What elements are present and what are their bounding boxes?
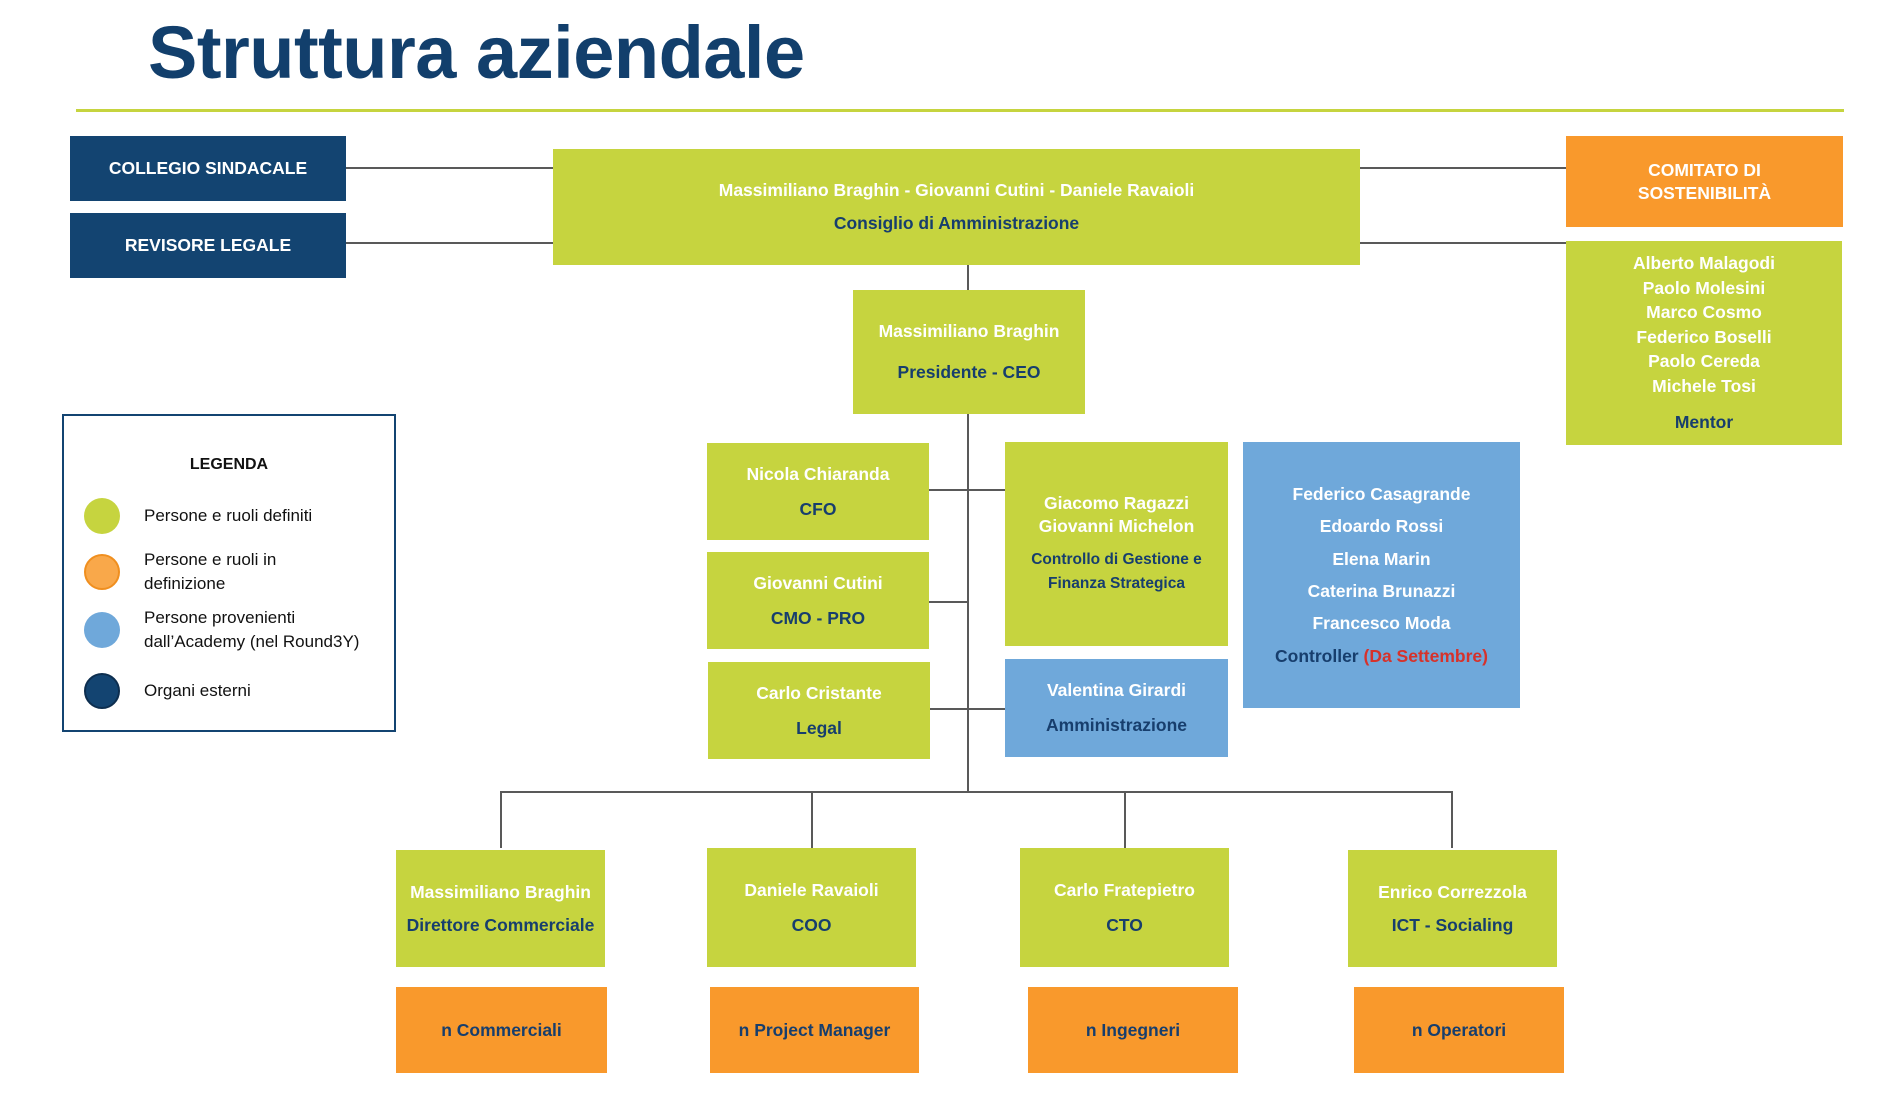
legal-role: Legal [796,717,842,738]
cmo-box: Giovanni Cutini CMO - PRO [707,552,929,649]
director-name: Enrico Correzzola [1378,881,1527,902]
board-members: Massimiliano Braghin - Giovanni Cutini -… [718,180,1195,201]
collegio-sindacale-box: COLLEGIO SINDACALE [70,136,346,201]
academy-name: Elena Marin [1332,548,1431,569]
director-role: COO [791,914,832,935]
legend-label: Persone e ruoli definiti [144,506,313,526]
legend-item: Persone provenienti dall’Academy (nel Ro… [84,606,384,654]
ceo-box: Massimiliano Braghin Presidente - CEO [853,290,1085,414]
board-role: Consiglio di Amministrazione [833,213,1080,233]
mentor-name: Paolo Molesini [1642,277,1766,298]
academy-role-line: Controller (Da Settembre) [1275,640,1488,672]
legal-box: Carlo Cristante Legal [708,662,930,759]
director-name: Daniele Ravaioli [744,879,879,900]
team-box: n Commerciali [396,987,607,1073]
controllo-gestione-box: Giacomo Ragazzi Giovanni Michelon Contro… [1005,442,1228,646]
legend-swatch-green-icon [84,498,120,534]
legend-item: Persone e ruoli definiti [84,498,384,534]
legend-panel: LEGENDA Persone e ruoli definiti Persone… [62,414,396,732]
academy-name: Federico Casagrande [1292,483,1471,504]
mentor-name: Marco Cosmo [1646,302,1762,323]
controllo-role: Finanza Strategica [1048,574,1185,592]
legend-label: Persone e ruoli in definizione [144,550,277,593]
board-box: Massimiliano Braghin - Giovanni Cutini -… [553,149,1360,265]
academy-name: Francesco Moda [1312,613,1451,634]
academy-start-note: (Da Settembre) [1363,645,1488,666]
academy-controller-box: Federico Casagrande Edoardo Rossi Elena … [1243,442,1520,708]
legend-label: Persone provenienti dall’Academy (nel Ro… [144,608,360,651]
mentor-role: Mentor [1674,412,1734,433]
director-role: ICT - Socialing [1391,914,1514,935]
team-label: n Commerciali [441,1019,562,1040]
legend-item: Organi esterni [84,673,384,709]
team-box: n Operatori [1354,987,1564,1073]
mentor-name: Federico Boselli [1636,326,1772,347]
collegio-sindacale-label: COLLEGIO SINDACALE [108,158,308,179]
team-box: n Ingegneri [1028,987,1238,1073]
comitato-label-line1: COMITATO DI [1648,159,1761,180]
director-role: CTO [1106,914,1143,935]
mentor-name: Michele Tosi [1652,375,1756,396]
controllo-role: Controllo di Gestione e [1031,550,1202,568]
amministrazione-box: Valentina Girardi Amministrazione [1005,659,1228,757]
team-label: n Ingegneri [1085,1019,1181,1040]
comitato-sostenibilita-box: COMITATO DI SOSTENIBILITÀ [1566,136,1843,227]
cfo-role: CFO [799,498,837,519]
legend-item: Persone e ruoli in definizione [84,548,384,596]
controllo-name: Giovanni Michelon [1038,515,1195,536]
director-box: Enrico Correzzola ICT - Socialing [1348,850,1557,967]
legend-swatch-navy-icon [84,673,120,709]
director-box: Daniele Ravaioli COO [707,848,916,967]
amministrazione-role: Amministrazione [1046,715,1187,735]
team-label: n Operatori [1411,1019,1507,1040]
team-box: n Project Manager [710,987,919,1073]
legend-swatch-orange-icon [84,553,120,590]
cfo-name: Nicola Chiaranda [746,463,890,484]
page-title: Struttura aziendale [148,11,805,94]
controllo-name: Giacomo Ragazzi [1044,493,1189,514]
amministrazione-name: Valentina Girardi [1046,680,1187,701]
cmo-name: Giovanni Cutini [753,572,883,593]
academy-name: Caterina Brunazzi [1307,581,1456,601]
cmo-role: CMO - PRO [770,607,866,628]
legal-name: Carlo Cristante [756,682,882,703]
team-label: n Project Manager [738,1019,891,1040]
mentor-box: Alberto Malagodi Paolo Molesini Marco Co… [1566,241,1842,445]
ceo-name: Massimiliano Braghin [878,321,1060,342]
academy-name: Edoardo Rossi [1319,516,1444,537]
director-name: Massimiliano Braghin [410,881,591,902]
ceo-role: Presidente - CEO [897,362,1041,382]
comitato-label-line2: SOSTENIBILITÀ [1637,182,1772,203]
legend-label: Organi esterni [144,681,251,701]
director-box: Carlo Fratepietro CTO [1020,848,1229,967]
cfo-box: Nicola Chiaranda CFO [707,443,929,540]
revisore-legale-label: REVISORE LEGALE [124,235,292,256]
mentor-name: Paolo Cereda [1648,351,1760,372]
director-role: Direttore Commerciale [406,914,595,935]
director-box: Massimiliano Braghin Direttore Commercia… [396,850,605,967]
academy-role: Controller [1275,645,1359,666]
mentor-name: Alberto Malagodi [1633,253,1775,274]
legend-swatch-blue-icon [84,611,120,648]
title-divider [76,109,1844,112]
legend-title: LEGENDA [189,456,269,473]
director-name: Carlo Fratepietro [1054,879,1195,900]
revisore-legale-box: REVISORE LEGALE [70,213,346,278]
